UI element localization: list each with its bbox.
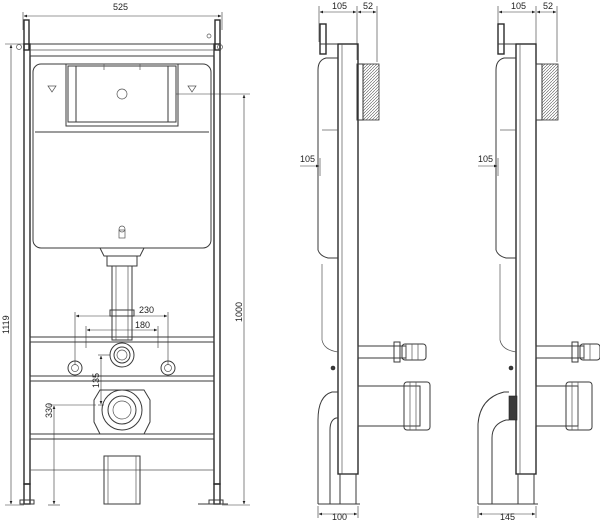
flush-pipe	[109, 265, 135, 341]
height-label: 1119	[1, 315, 11, 334]
height-330-label: 330	[44, 403, 54, 418]
drop-135-label: 135	[91, 373, 101, 388]
studs	[67, 342, 176, 376]
side1-top-dimensions: 105 52	[318, 1, 378, 62]
side-view-2: 105 52 105 145	[477, 1, 600, 522]
cistern	[32, 63, 212, 267]
side2-top-52-label: 52	[543, 1, 553, 11]
frame	[16, 19, 228, 505]
side2-top-dimensions: 105 52	[497, 1, 558, 62]
side2-mid-105-label: 105	[478, 154, 493, 164]
height-dimension: 1119	[1, 43, 24, 506]
front-view: 525 1119	[1, 2, 250, 506]
side1-mid-105-label: 105	[300, 154, 315, 164]
width-dimension: 525	[22, 2, 223, 30]
side1-top-105-label: 105	[332, 1, 347, 11]
drain-connection	[93, 389, 151, 505]
side2-top-105-label: 105	[511, 1, 526, 11]
width-label: 525	[113, 2, 128, 12]
side-view-1: 105 52 105 100	[300, 1, 431, 522]
spacing-dimensions: 230 180	[74, 305, 169, 365]
side1-top-52-label: 52	[363, 1, 373, 11]
side1-bottom-label: 100	[332, 512, 347, 521]
side2-bottom-label: 145	[500, 512, 515, 521]
cistern-height-label: 1000	[234, 302, 244, 322]
cistern-height-dimension: 1000	[176, 93, 250, 506]
spacing-180-label: 180	[135, 320, 150, 330]
vertical-dimensions: 135 330	[44, 354, 110, 506]
spacing-230-label: 230	[139, 305, 154, 315]
